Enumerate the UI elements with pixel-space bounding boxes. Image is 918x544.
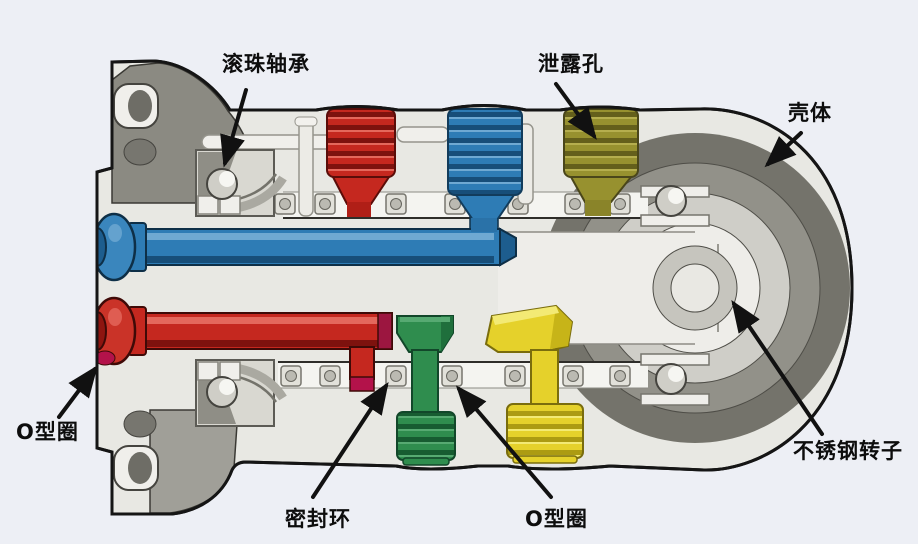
- flange-bolt-holes: [113, 83, 159, 491]
- label-leak-hole: 泄露孔: [538, 52, 604, 76]
- leader-arrow-o-ring-left: [57, 365, 98, 419]
- seal-ring-row-top: [274, 193, 631, 215]
- port-plug-blue: [447, 108, 523, 232]
- label-o-ring-bottom: O型圈: [525, 507, 588, 531]
- leader-arrow-leak-hole: [554, 82, 597, 140]
- label-housing: 壳体: [788, 101, 832, 125]
- red-supply-tube: [97, 296, 393, 392]
- label-stainless-rotor: 不锈钢转子: [793, 439, 903, 463]
- ball-bearing-upper-left: [195, 149, 287, 217]
- leader-arrow-o-ring-bottom: [455, 385, 553, 499]
- seal-ring-row-bottom: [280, 365, 631, 387]
- ball-bearing-lower-right: [640, 353, 710, 406]
- port-plug-yellow: [484, 304, 584, 464]
- port-plug-red: [326, 108, 396, 217]
- leader-arrow-stainless-rotor: [731, 300, 824, 436]
- label-o-ring-left: O型圈: [16, 420, 79, 444]
- machine-cross-section: [95, 59, 854, 516]
- leader-arrows: [57, 82, 824, 499]
- leader-arrow-seal-ring: [311, 381, 389, 499]
- ball-bearing-lower-left: [195, 359, 287, 427]
- ball-bearing-upper-right: [640, 185, 710, 227]
- seal-plug-green: [396, 315, 456, 466]
- blue-supply-tube: [97, 212, 517, 282]
- leader-arrow-housing: [764, 131, 803, 168]
- label-seal-ring: 密封环: [285, 507, 351, 531]
- label-ball-bearing: 滚珠轴承: [222, 52, 310, 76]
- leader-arrow-ball-bearing: [220, 88, 248, 168]
- housing-outline: [95, 59, 854, 516]
